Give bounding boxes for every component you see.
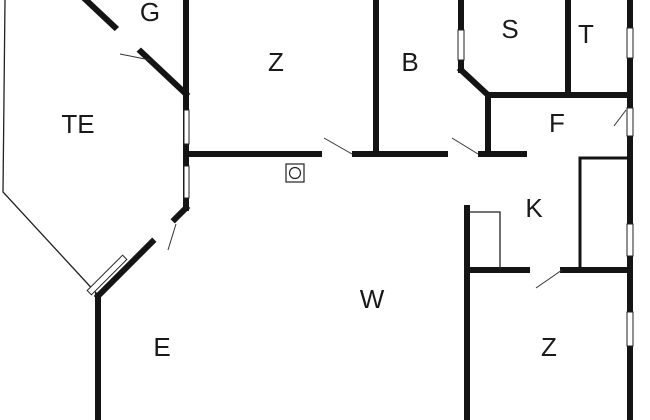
room-label-e: E [153, 332, 170, 362]
room-label-g: G [140, 0, 160, 27]
room-label-s: S [501, 14, 518, 44]
door-leaf-te [167, 223, 177, 251]
window-right-2 [626, 107, 634, 137]
window-g [183, 109, 190, 145]
window-diagonal [86, 254, 128, 296]
circle-in-square-icon [285, 163, 305, 183]
door-gap-z-bottom [530, 266, 560, 274]
wall-te-w-diagonal [93, 203, 191, 301]
window-right-4 [626, 311, 634, 347]
door-gap-g [109, 24, 143, 58]
recess-outline [467, 211, 501, 270]
door-leaf-g [119, 53, 151, 61]
door-leaf-f [613, 109, 627, 127]
room-label-t: T [578, 19, 594, 49]
room-label-w: W [360, 284, 385, 314]
door-gap-b [448, 150, 478, 158]
window-s [457, 29, 465, 61]
room-label-te: TE [61, 109, 94, 139]
kitchen-counter [578, 156, 628, 212]
room-label-z-top: Z [268, 47, 284, 77]
door-leaf-b [451, 137, 479, 155]
door-gap-z [322, 150, 352, 158]
window-te [183, 165, 190, 199]
room-label-b: B [401, 47, 418, 77]
window-right-3 [626, 223, 634, 257]
room-label-z-bottom: Z [541, 332, 557, 362]
wall-s-diagonal [456, 65, 493, 100]
window-right-1 [626, 27, 634, 59]
room-label-f: F [549, 108, 565, 138]
door-gap-te [150, 217, 176, 243]
door-leaf-z-bottom [535, 269, 563, 289]
door-leaf-z [323, 137, 353, 155]
room-label-k: K [525, 193, 543, 223]
